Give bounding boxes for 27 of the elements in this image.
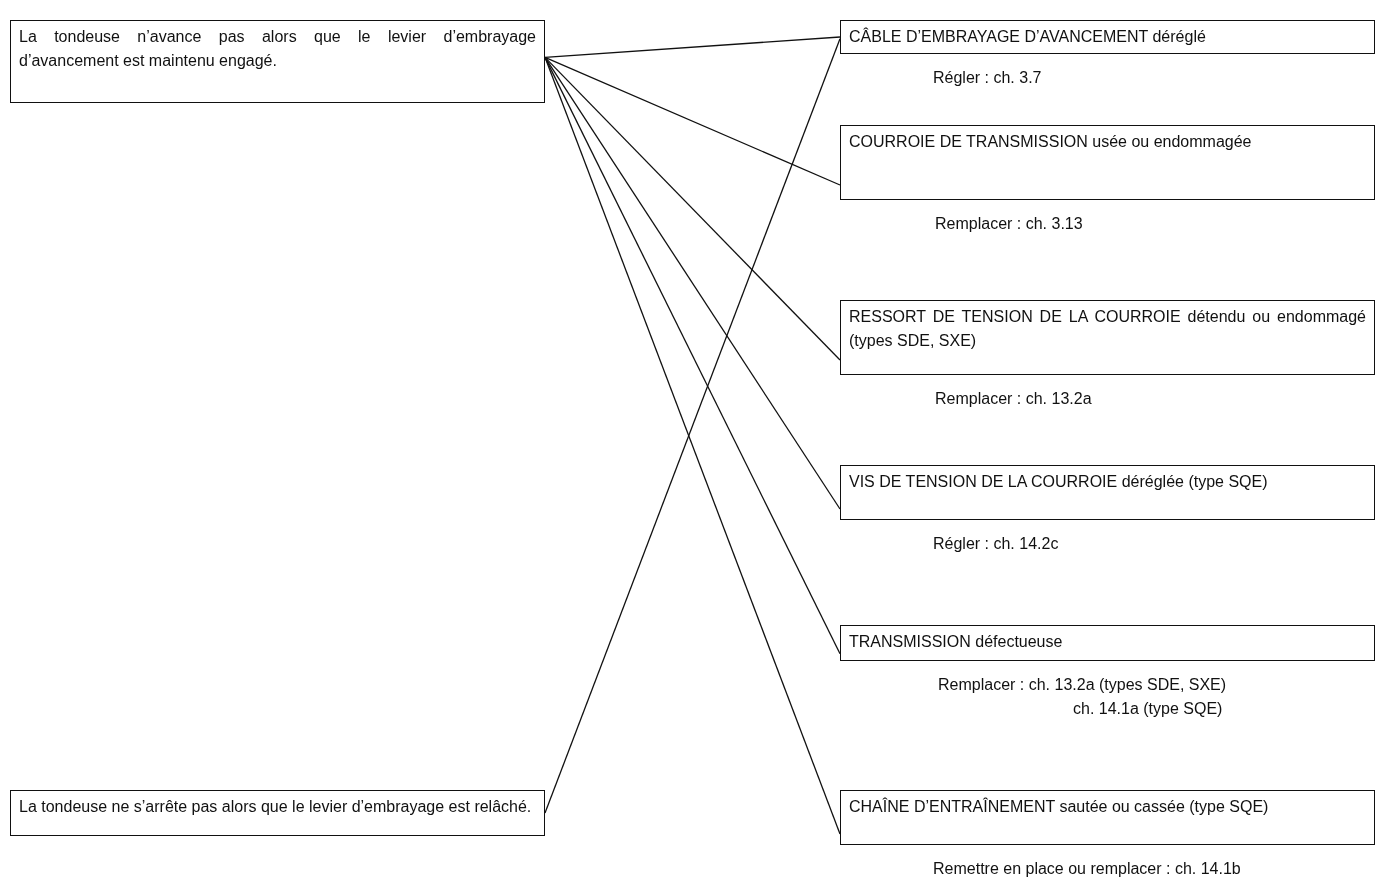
remedy-text: Remettre en place ou remplacer : ch. 14.1b <box>933 859 1241 879</box>
connector-line <box>544 56 841 510</box>
box-text: CHAÎNE D’ENTRAÎNEMENT sautée ou cassée (type SQE) <box>849 796 1270 817</box>
cause-box <box>840 300 1375 375</box>
box-text: La tondeuse ne s’arrête pas alors que le levier d’embrayage est relâché. <box>19 797 533 817</box>
remedy-text: ch. 14.1a (type SQE) <box>1073 699 1223 719</box>
remedy-text: Remplacer : ch. 3.13 <box>935 214 1083 234</box>
connector-line <box>544 56 841 361</box>
cause-box <box>840 625 1375 661</box>
remedy-text: Régler : ch. 3.7 <box>933 68 1042 88</box>
remedy-text: Régler : ch. 14.2c <box>933 534 1059 554</box>
symptom-box <box>10 20 545 103</box>
box-text: La tondeuse n’avance pas alors que le levier d’embrayage d’avancement est maintenu engagé. <box>19 27 536 71</box>
box-text: RESSORT DE TENSION DE LA COURROIE détendu ou endommagé (types SDE, SXE) <box>849 307 1366 351</box>
cause-box <box>840 125 1375 200</box>
box-text: CÂBLE D’EMBRAYAGE D’AVANCEMENT déréglé <box>849 26 1207 47</box>
connector-line <box>544 56 841 186</box>
symptom-box <box>10 790 545 836</box>
remedy-text: Remplacer : ch. 13.2a (types SDE, SXE) <box>938 675 1227 695</box>
connector-line <box>544 36 841 58</box>
box-text: TRANSMISSION défectueuse <box>849 632 1064 652</box>
cause-box <box>840 20 1375 54</box>
cause-box <box>840 790 1375 845</box>
cause-box <box>840 465 1375 520</box>
box-text: VIS DE TENSION DE LA COURROIE déréglée (type SQE) <box>849 472 1269 492</box>
box-text: COURROIE DE TRANSMISSION usée ou endommagée <box>849 132 1253 152</box>
remedy-text: Remplacer : ch. 13.2a <box>935 389 1092 409</box>
